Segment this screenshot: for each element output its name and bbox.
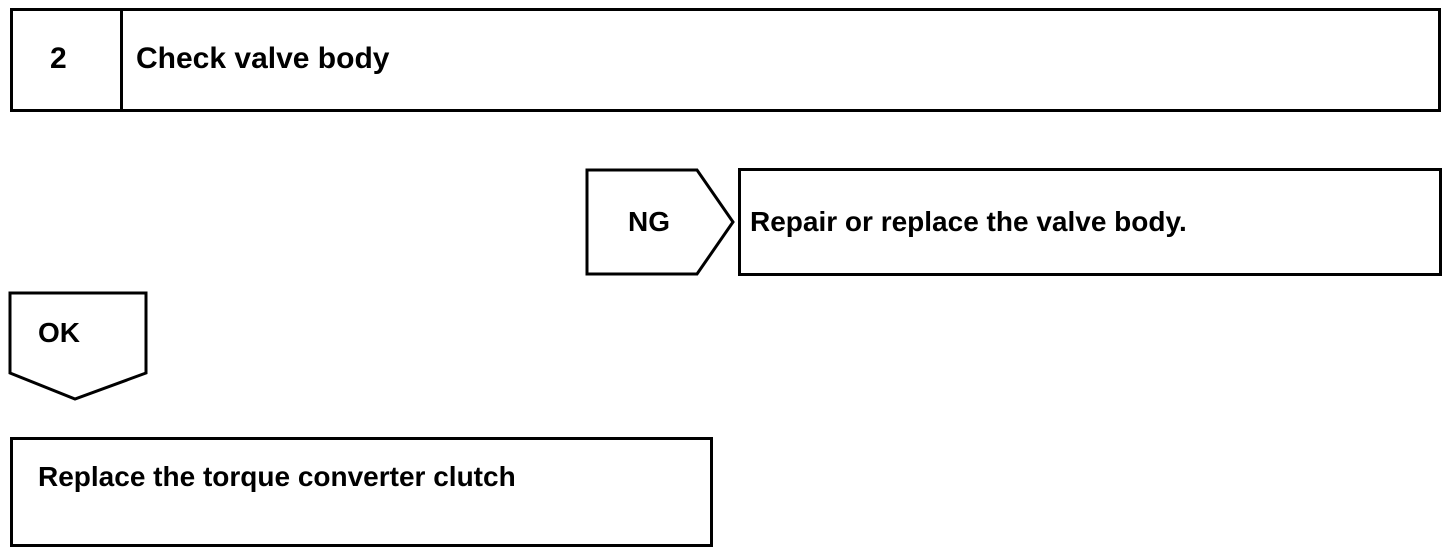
step-title: Check valve body (136, 42, 390, 75)
step-header-box (10, 8, 1441, 112)
final-action-text: Replace the torque converter clutch (38, 461, 516, 492)
ng-result-text: Repair or replace the valve body. (750, 206, 1187, 237)
ng-result-box (738, 168, 1442, 276)
ok-arrow-tag (8, 291, 148, 401)
ng-label: NG (628, 206, 670, 237)
step-divider (120, 11, 123, 109)
final-action-box (10, 437, 713, 547)
ng-arrow-tag (585, 168, 735, 276)
ok-label: OK (38, 317, 80, 348)
step-number: 2 (50, 42, 67, 75)
